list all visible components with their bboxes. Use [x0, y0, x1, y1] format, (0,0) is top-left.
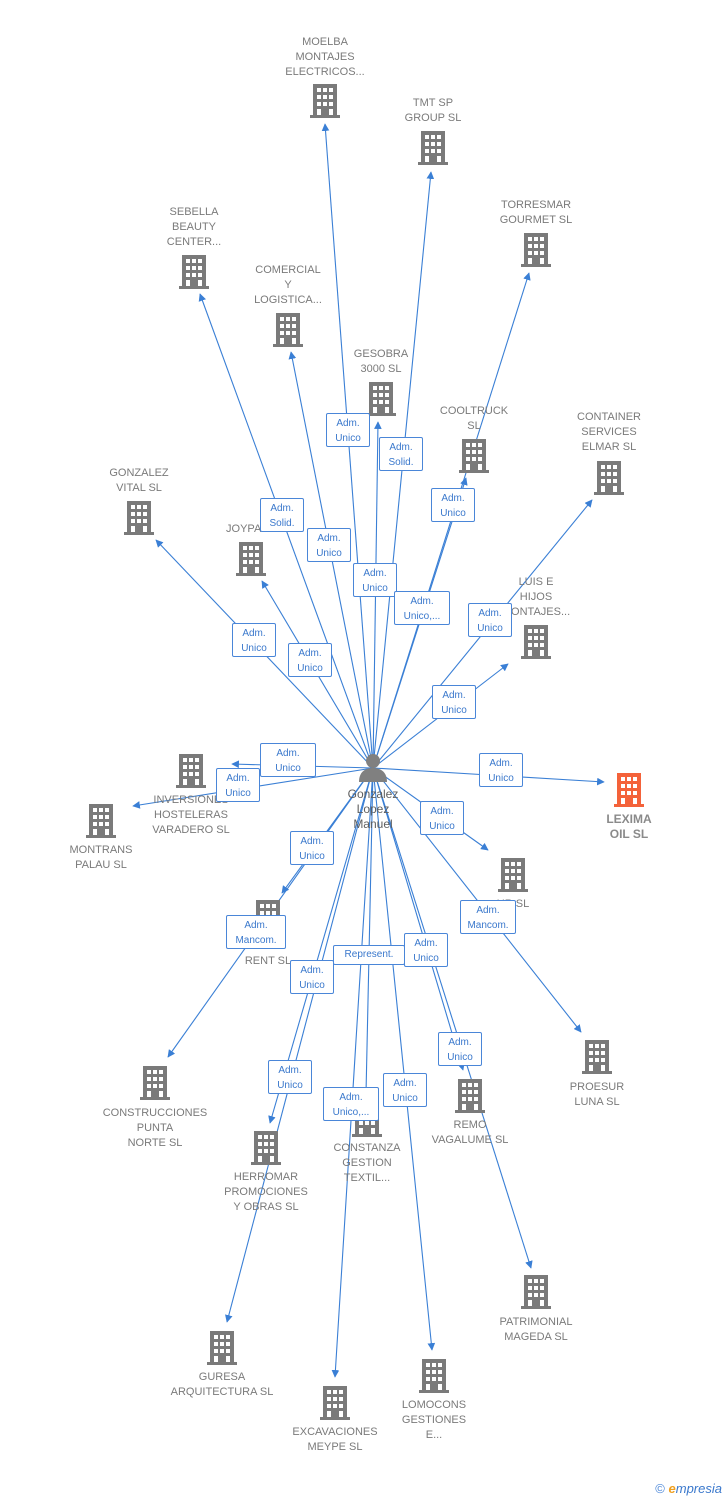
building-icon[interactable] — [498, 858, 528, 892]
building-icon[interactable] — [366, 382, 396, 416]
edge-label-gonzalezvital[interactable]: Adm. Unico — [232, 623, 276, 657]
building-icon[interactable] — [521, 1275, 551, 1309]
edge-label-joypa[interactable]: Adm. Unico — [288, 643, 332, 677]
building-icon[interactable] — [140, 1066, 170, 1100]
brand-logo[interactable]: empresia — [668, 1481, 722, 1496]
building-icon[interactable] — [273, 313, 303, 347]
edge-label-proesur[interactable]: Adm. Mancom. — [460, 900, 516, 934]
edge-label-tmt[interactable]: Adm. Solid. — [379, 437, 423, 471]
edge-constanza — [362, 767, 374, 1095]
building-icon[interactable] — [176, 754, 206, 788]
edge-label-gesobra[interactable]: Adm. Unico — [353, 563, 397, 597]
edge-label-rent[interactable]: Adm. Unico — [290, 831, 334, 865]
building-icon[interactable] — [582, 1040, 612, 1074]
edge-label-excavaciones[interactable]: Adm. Unico,... — [323, 1087, 379, 1121]
edge-excavaciones — [331, 767, 374, 1378]
building-icon[interactable] — [236, 542, 266, 576]
edge-label-guresa[interactable]: Adm. Unico — [290, 960, 334, 994]
building-icon[interactable] — [521, 233, 551, 267]
edge-label-luise[interactable]: Adm. Unico — [432, 685, 476, 719]
edges-layer — [132, 123, 605, 1378]
nodes-layer — [86, 84, 644, 1420]
edge-label-construcciones[interactable]: Adm. Mancom. — [226, 915, 286, 949]
edge-label-container[interactable]: Adm. Unico — [468, 603, 512, 637]
copyright: © empresia — [655, 1481, 722, 1496]
edge-label-remo[interactable]: Adm. Unico — [438, 1032, 482, 1066]
edge-label-moelba[interactable]: Adm. Unico — [326, 413, 370, 447]
building-icon[interactable] — [320, 1386, 350, 1420]
building-icon[interactable] — [179, 255, 209, 289]
edge-label-inversiones[interactable]: Adm. Unico — [260, 743, 316, 777]
edge-label-lexima[interactable]: Adm. Unico — [479, 753, 523, 787]
building-icon[interactable] — [418, 131, 448, 165]
copyright-icon: © — [655, 1481, 665, 1496]
building-icon[interactable] — [251, 1131, 281, 1165]
edge-label-cooltruck[interactable]: Adm. Unico,... — [394, 591, 450, 625]
building-icon[interactable] — [124, 501, 154, 535]
edge-label-constanza[interactable]: Represent. — [333, 945, 405, 965]
edge-label-torresmar[interactable]: Adm. Unico — [431, 488, 475, 522]
edge-label-patrimonial[interactable]: Adm. Unico — [404, 933, 448, 967]
edge-label-montrans[interactable]: Adm. Unico — [216, 768, 260, 802]
edge-guresa — [225, 767, 374, 1323]
building-icon[interactable] — [419, 1359, 449, 1393]
edge-label-lomocons[interactable]: Adm. Unico — [383, 1073, 427, 1107]
edge-remo — [372, 767, 465, 1071]
edge-label-herromar[interactable]: Adm. Unico — [268, 1060, 312, 1094]
building-icon[interactable] — [207, 1331, 237, 1365]
edge-label-sebella[interactable]: Adm. Solid. — [260, 498, 304, 532]
building-icon[interactable] — [86, 804, 116, 838]
building-icon[interactable] — [614, 773, 644, 807]
building-icon[interactable] — [310, 84, 340, 118]
building-icon[interactable] — [594, 461, 624, 495]
edge-lomocons — [372, 767, 436, 1351]
building-icon[interactable] — [521, 625, 551, 659]
edge-patrimonial — [372, 767, 533, 1269]
building-icon[interactable] — [455, 1079, 485, 1113]
edge-label-comercial[interactable]: Adm. Unico — [307, 528, 351, 562]
building-icon[interactable] — [459, 439, 489, 473]
edge-label-ur[interactable]: Adm. Unico — [420, 801, 464, 835]
